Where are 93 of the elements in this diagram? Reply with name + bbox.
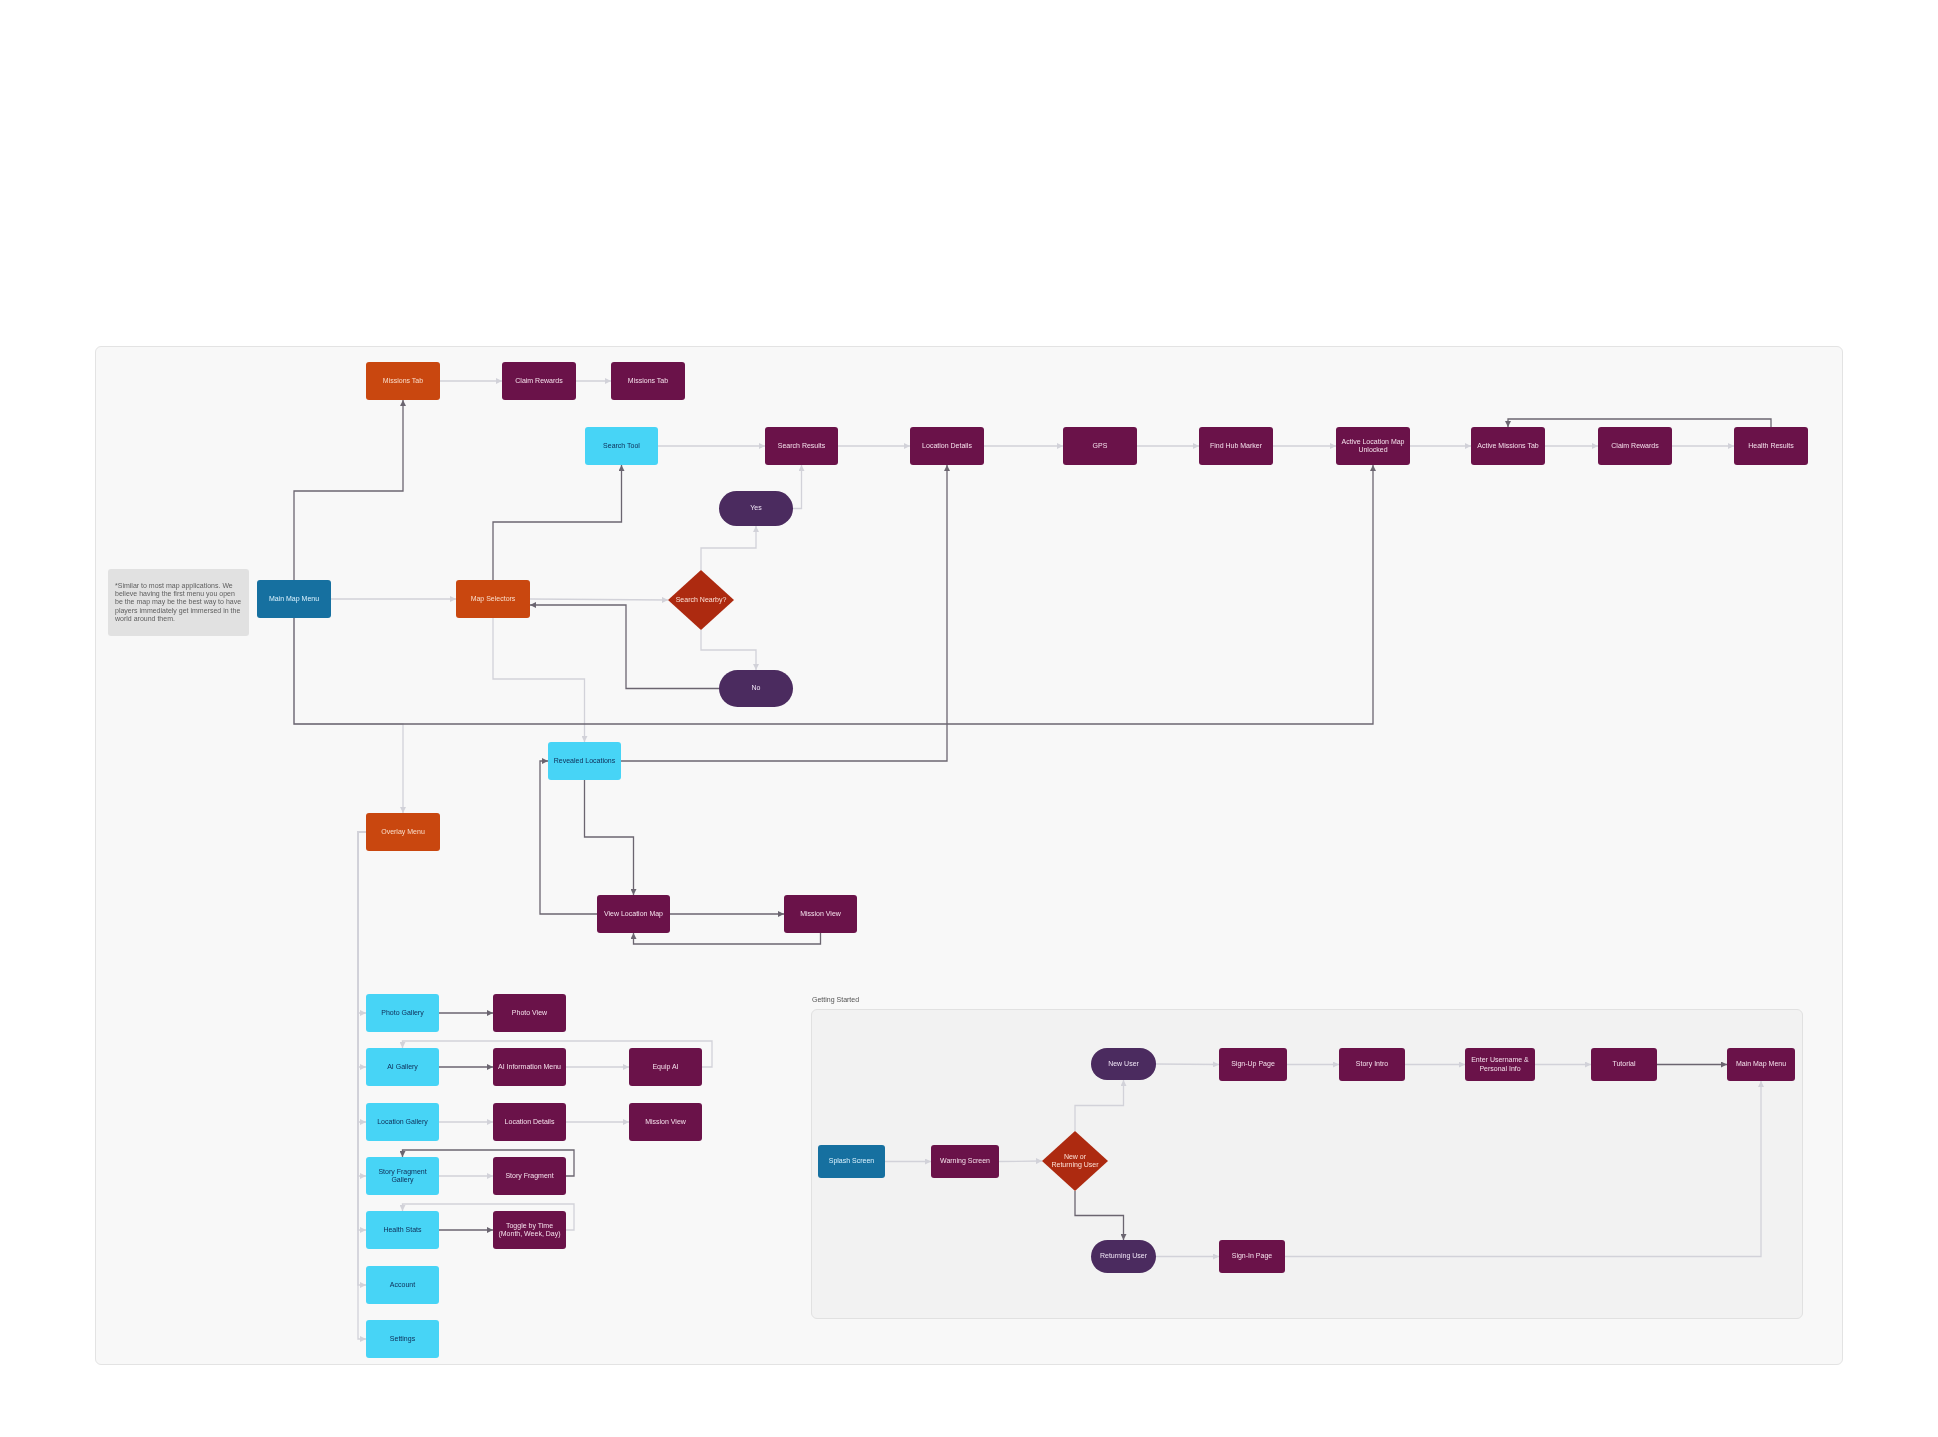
arrow — [1409, 443, 1472, 449]
arrow — [399, 1203, 575, 1231]
gallery-box — [366, 1211, 439, 1249]
arrow — [837, 443, 911, 449]
screen-box — [1336, 427, 1410, 465]
arrow — [657, 443, 766, 449]
screen-box — [493, 1211, 566, 1249]
option-pill — [719, 491, 793, 526]
arrow — [1286, 1061, 1340, 1068]
arrow — [293, 399, 406, 581]
decision-diamond — [668, 570, 734, 630]
menu-box — [456, 580, 530, 618]
screen-box — [1339, 1048, 1405, 1081]
arrow — [565, 1119, 630, 1125]
arrow — [884, 1158, 932, 1165]
arrow — [399, 1040, 713, 1068]
arrow — [1656, 1061, 1728, 1068]
screen-box — [1734, 427, 1808, 465]
screen-box — [1465, 1048, 1535, 1081]
arrow — [1074, 1190, 1127, 1241]
arrow — [1534, 1061, 1592, 1068]
arrow — [1505, 418, 1772, 428]
arrow — [438, 1010, 494, 1016]
gallery-box — [366, 1103, 439, 1141]
arrow — [529, 596, 669, 603]
arrow — [399, 1149, 575, 1177]
screen-box — [1591, 1048, 1657, 1081]
screen-box — [493, 1048, 566, 1086]
arrow — [529, 602, 720, 690]
screen-box — [1727, 1048, 1795, 1081]
arrow — [1671, 443, 1735, 449]
screen-box — [629, 1103, 702, 1141]
arrow — [575, 378, 612, 384]
gallery-box — [366, 1320, 439, 1358]
arrow — [438, 1119, 494, 1125]
screen-box — [629, 1048, 702, 1086]
arrow — [1074, 1079, 1127, 1132]
screen-box — [1219, 1240, 1285, 1273]
arrow — [1284, 1080, 1764, 1258]
arrow — [669, 911, 785, 917]
screen-box — [1598, 427, 1672, 465]
screen-box — [1199, 427, 1273, 465]
screen-box — [910, 427, 984, 465]
menu-box — [366, 813, 440, 851]
arrow — [1404, 1061, 1466, 1068]
decision-diamond — [1042, 1131, 1108, 1191]
gallery-box — [585, 427, 658, 465]
arrow — [1155, 1253, 1220, 1260]
screen-box — [493, 1157, 566, 1195]
arrow — [330, 596, 457, 602]
arrow — [630, 932, 822, 945]
screen-box — [493, 1103, 566, 1141]
screen-box — [784, 895, 857, 933]
arrow — [439, 378, 503, 384]
arrow — [492, 464, 625, 581]
arrow — [983, 443, 1064, 449]
screen-box — [502, 362, 576, 400]
arrow — [1544, 443, 1599, 449]
screen-box — [931, 1145, 999, 1178]
arrow — [438, 1064, 494, 1070]
menu-box — [366, 362, 440, 400]
screen-box — [493, 994, 566, 1032]
arrow — [1136, 443, 1200, 449]
start-box — [818, 1145, 885, 1178]
arrow — [539, 758, 598, 915]
screen-box — [597, 895, 670, 933]
arrow — [1272, 443, 1337, 449]
option-pill — [719, 670, 793, 707]
arrow — [620, 464, 950, 762]
screen-box — [765, 427, 838, 465]
gallery-box — [366, 994, 439, 1032]
screen-box — [1471, 427, 1545, 465]
option-pill — [1091, 1240, 1156, 1273]
arrow — [438, 1173, 494, 1179]
screen-box — [611, 362, 685, 400]
arrow — [998, 1158, 1043, 1165]
arrow — [700, 629, 759, 671]
arrow — [492, 617, 588, 743]
arrow — [438, 1227, 494, 1233]
arrow — [565, 1064, 630, 1070]
arrow — [792, 464, 805, 510]
screen-box — [1219, 1048, 1287, 1081]
arrow — [293, 464, 1376, 725]
option-pill — [1091, 1048, 1156, 1080]
arrow — [700, 525, 759, 571]
arrow — [1155, 1061, 1220, 1068]
gallery-box — [366, 1048, 439, 1086]
arrow — [583, 779, 637, 896]
gallery-box — [548, 742, 621, 780]
gallery-box — [366, 1266, 439, 1304]
screen-box — [1063, 427, 1137, 465]
gallery-box — [366, 1157, 439, 1195]
start-box — [257, 580, 331, 618]
